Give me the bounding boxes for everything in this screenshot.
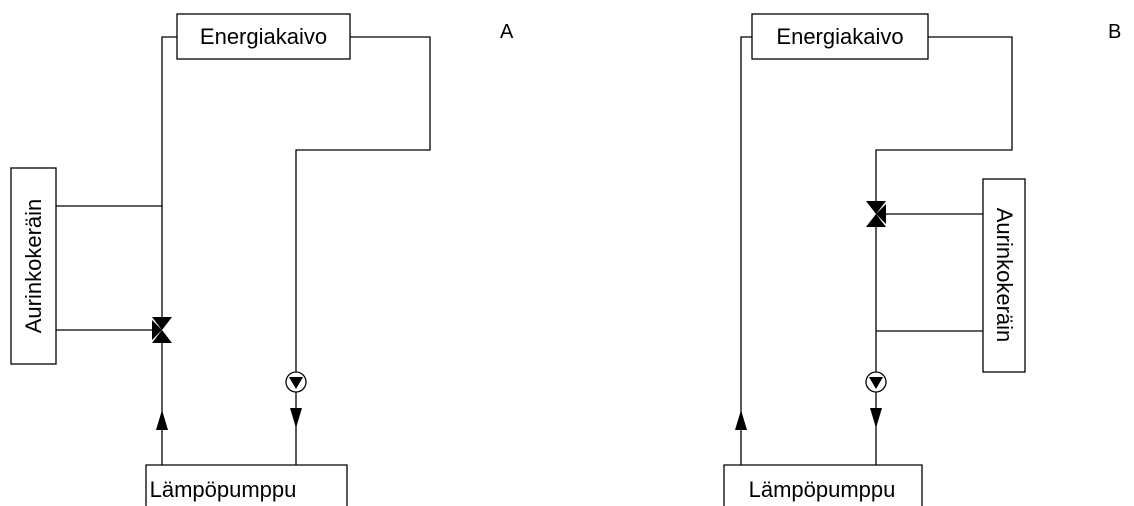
heat-pump-b: Lämpöpumppu <box>723 464 923 506</box>
pump-b-icon <box>869 377 883 389</box>
pipe-well-to-heatpump-b <box>740 36 752 465</box>
valve-b-top-triangle <box>866 201 886 214</box>
panel-label-a: A <box>500 21 514 43</box>
pipes-b <box>740 36 1013 465</box>
heat-pump-box-b <box>723 464 923 506</box>
pump-a <box>285 371 307 393</box>
pipe-well-to-valve-a <box>161 36 177 317</box>
pump-a-icon <box>289 377 303 389</box>
panel-label-b: B <box>1108 21 1121 43</box>
valve-b-right-triangle <box>876 204 886 224</box>
heat-pump-box-a <box>145 464 348 506</box>
heat-pump-a: Lämpöpumppu <box>145 464 348 506</box>
three-way-valve-a <box>152 317 172 343</box>
diagram-a: Energiakaivo Aurinkokeräin Lämpöpumppu A <box>10 13 514 506</box>
solar-collector-a: Aurinkokeräin <box>10 167 57 365</box>
flow-arrow-up-a <box>156 410 168 430</box>
solar-collector-label-a: Aurinkokeräin <box>21 199 46 334</box>
valve-a-top-triangle <box>152 317 172 330</box>
energy-well-b: Energiakaivo <box>751 13 929 60</box>
solar-collector-box-b <box>982 178 1026 373</box>
energy-well-box-a <box>176 13 351 60</box>
valve-a-left-triangle <box>152 320 162 340</box>
energy-well-label-a: Energiakaivo <box>200 24 327 49</box>
pump-b <box>865 371 887 393</box>
diagram-b: Energiakaivo Aurinkokeräin Lämpöpumppu B <box>723 13 1121 506</box>
energy-well-label-b: Energiakaivo <box>776 24 903 49</box>
solar-collector-label-b: Aurinkokeräin <box>992 208 1017 343</box>
heat-pump-label-a: Lämpöpumppu <box>150 477 297 502</box>
pipe-well-return-b <box>875 36 1013 201</box>
energy-well-box-b <box>751 13 929 60</box>
flow-arrow-down-b <box>870 408 882 428</box>
pipe-well-return-a <box>295 36 431 372</box>
pipes-a <box>56 36 431 465</box>
valve-a-bottom-triangle <box>152 330 172 343</box>
flow-arrow-down-a <box>290 408 302 428</box>
heat-pump-label-b: Lämpöpumppu <box>749 477 896 502</box>
valve-b-bottom-triangle <box>866 214 886 227</box>
energy-well-a: Energiakaivo <box>176 13 351 60</box>
flow-arrow-up-b <box>735 410 747 430</box>
solar-collector-b: Aurinkokeräin <box>982 178 1026 373</box>
three-way-valve-b <box>866 201 886 227</box>
solar-collector-box-a <box>10 167 57 365</box>
